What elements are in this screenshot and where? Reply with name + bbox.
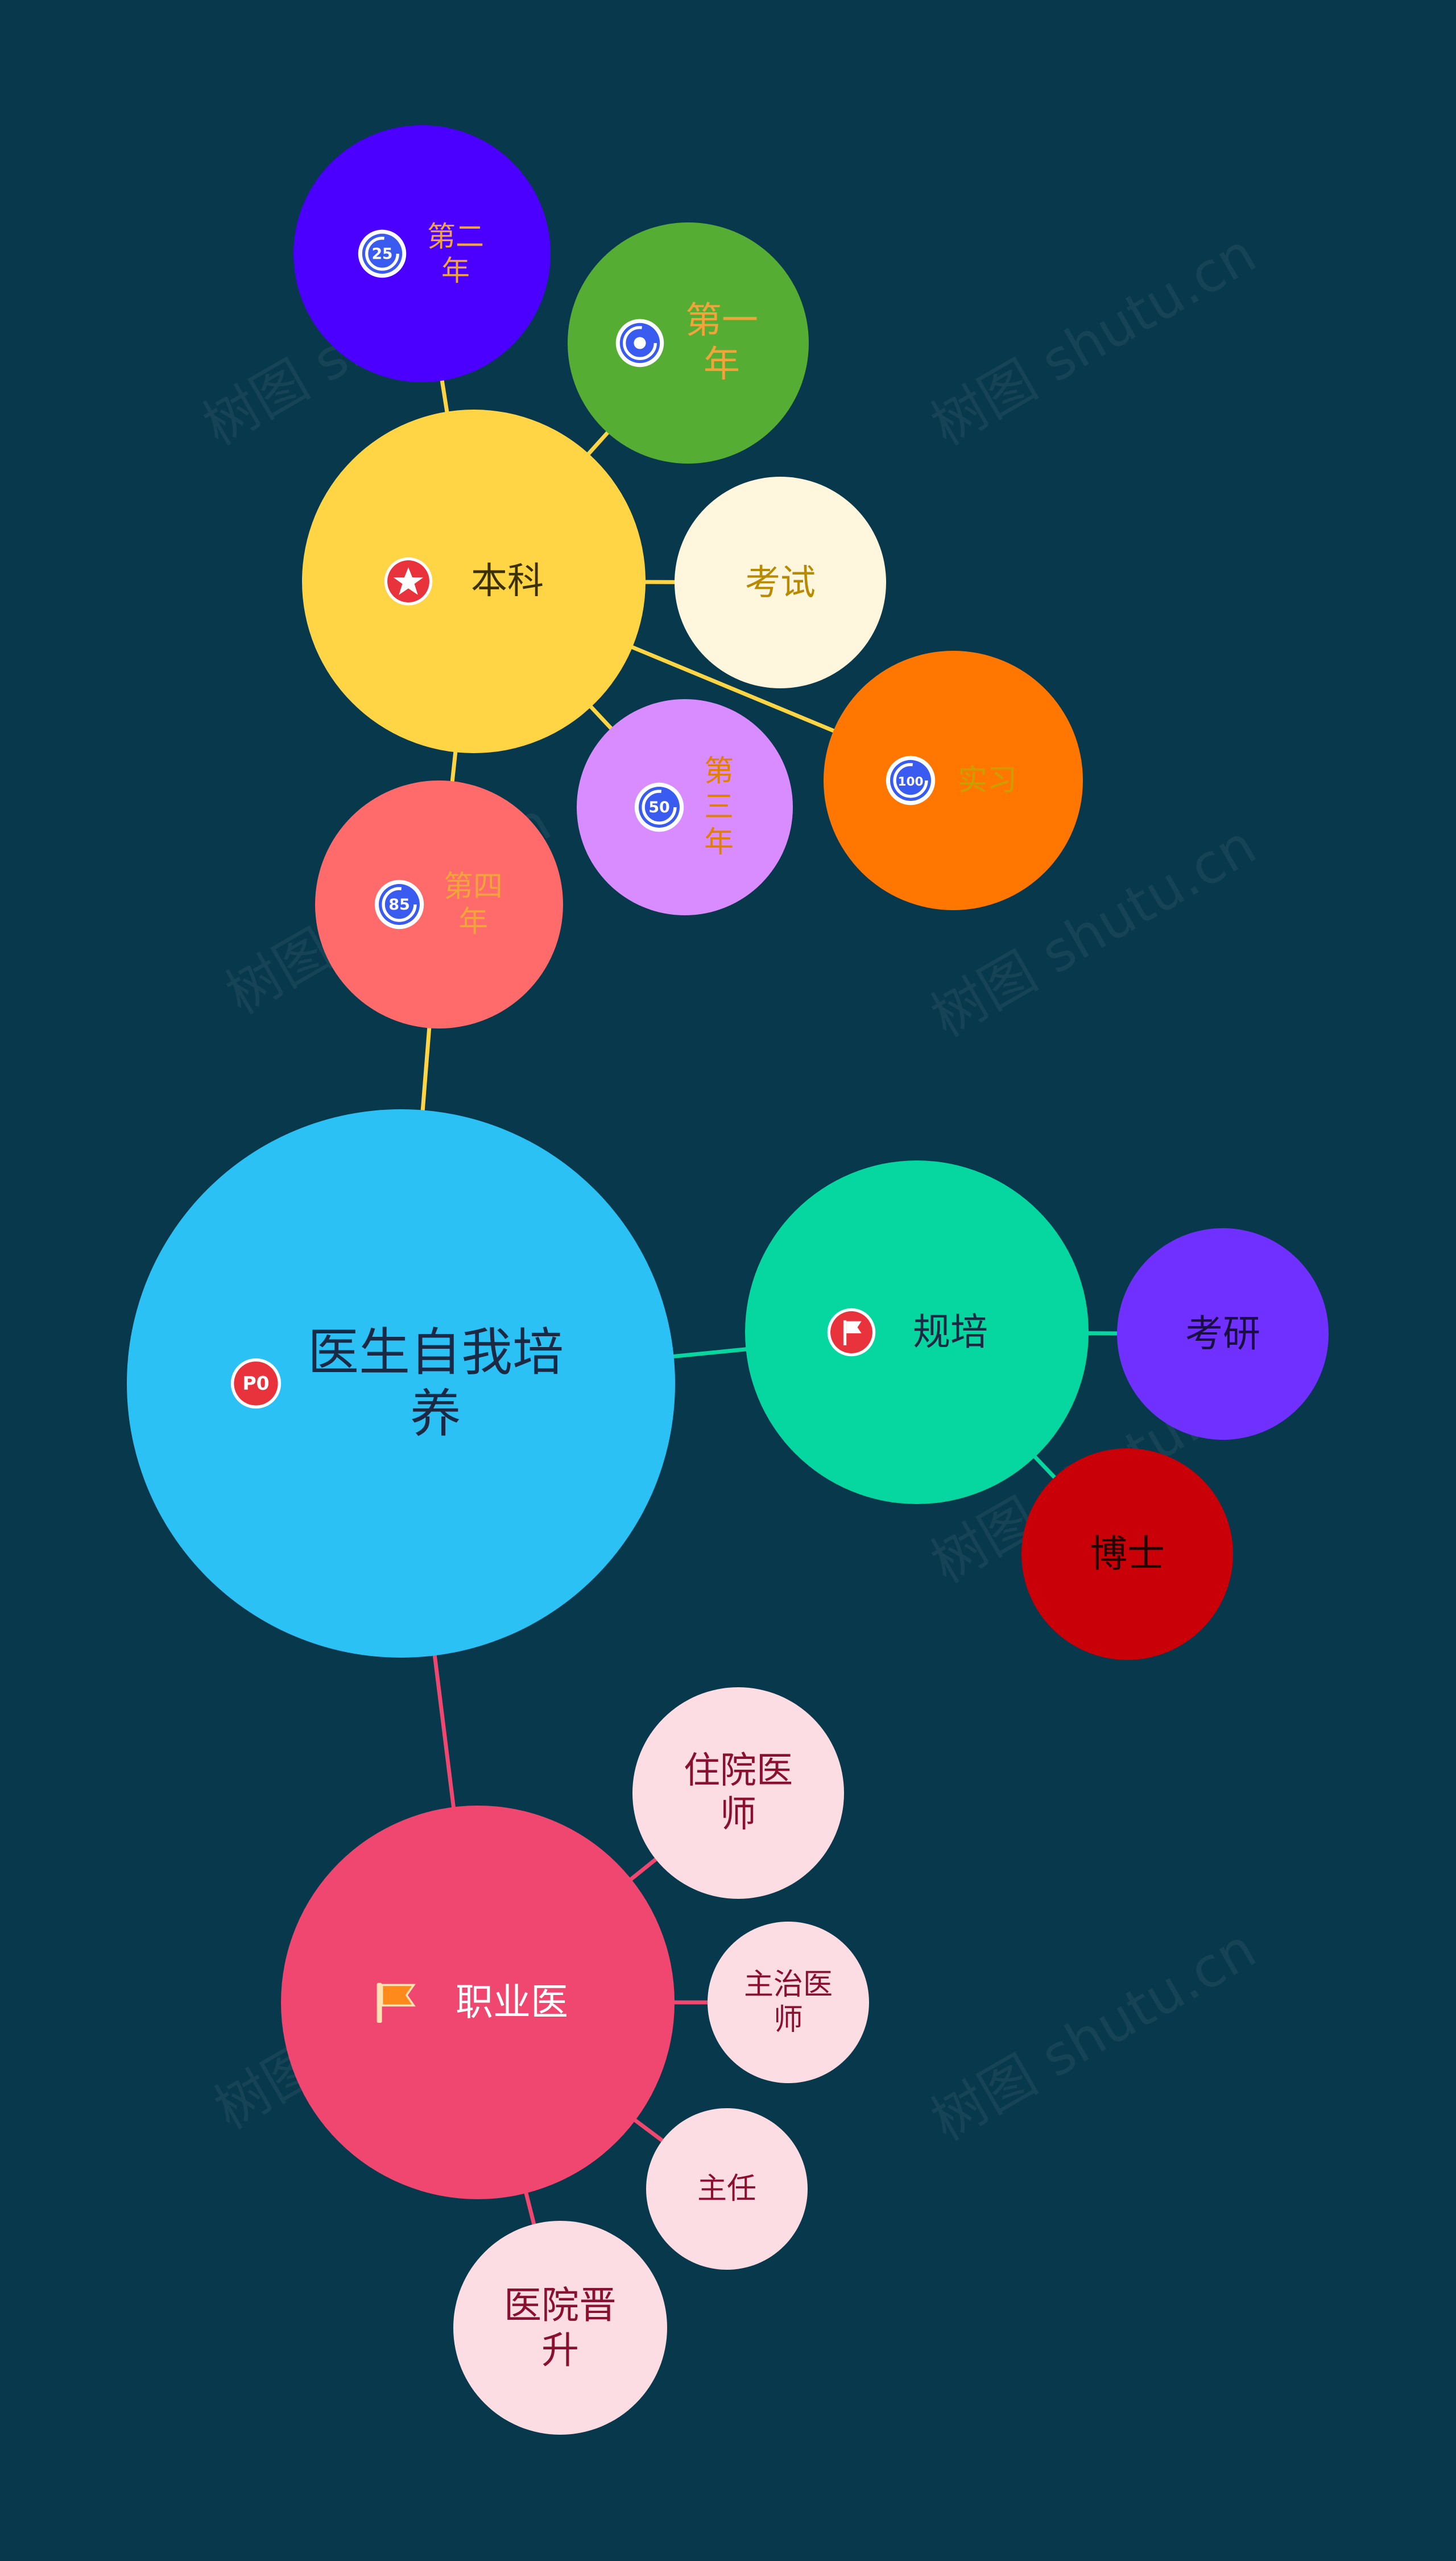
node-year2[interactable]: 25 第二年 bbox=[293, 125, 551, 382]
node-jinsheng[interactable]: 医院晋升 bbox=[453, 2221, 667, 2435]
node-zhuren[interactable]: 主任 bbox=[646, 2108, 808, 2270]
node-label: 住院医师 bbox=[684, 1750, 793, 1836]
node-label: 医生自我培养 bbox=[308, 1323, 564, 1444]
svg-text:85: 85 bbox=[388, 896, 410, 914]
node-exam[interactable]: 考试 bbox=[675, 477, 886, 688]
node-label: 主任 bbox=[697, 2171, 756, 2206]
node-content: 第一年 bbox=[615, 299, 762, 387]
node-content: 主治医师 bbox=[737, 1967, 839, 2038]
node-label: 主治医师 bbox=[743, 1967, 833, 2037]
node-content: 考研 bbox=[1152, 1311, 1294, 1356]
node-label: 医院晋升 bbox=[504, 2283, 617, 2372]
node-kaoyan[interactable]: 考研 bbox=[1117, 1228, 1329, 1440]
node-label: 博士 bbox=[1090, 1532, 1165, 1576]
progress-50-icon: 50 bbox=[634, 782, 685, 833]
progress-85-icon: 85 bbox=[374, 879, 425, 930]
node-boshi[interactable]: 博士 bbox=[1021, 1448, 1233, 1660]
svg-text:50: 50 bbox=[648, 799, 670, 816]
node-root[interactable]: P0 医生自我培养 bbox=[127, 1109, 675, 1658]
node-content: 100 实习 bbox=[885, 755, 1021, 806]
node-label: 第三年 bbox=[704, 754, 734, 860]
node-intern[interactable]: 100 实习 bbox=[824, 651, 1083, 910]
node-content: P0 医生自我培养 bbox=[230, 1322, 572, 1445]
node-label: 第二年 bbox=[427, 220, 484, 287]
node-label: 考试 bbox=[744, 561, 816, 603]
node-label: 实习 bbox=[957, 763, 1017, 798]
star-badge-icon bbox=[383, 556, 433, 606]
node-zhuzhi[interactable]: 主治医师 bbox=[708, 1922, 869, 2083]
node-content: 本科 bbox=[383, 556, 564, 606]
node-content: 主任 bbox=[676, 2171, 778, 2207]
node-content: 25 第二年 bbox=[357, 220, 487, 288]
progress-start-icon bbox=[615, 318, 665, 368]
node-year1[interactable]: 第一年 bbox=[568, 222, 809, 464]
node-year3[interactable]: 50 第三年 bbox=[577, 699, 793, 915]
node-zhiye[interactable]: 职业医 bbox=[281, 1806, 675, 2199]
progress-25-icon: 25 bbox=[357, 229, 407, 279]
flag-badge-icon bbox=[826, 1307, 876, 1357]
node-content: 住院医师 bbox=[673, 1749, 804, 1837]
svg-text:25: 25 bbox=[372, 245, 393, 263]
node-content: 50 第三年 bbox=[634, 754, 736, 860]
node-label: 考研 bbox=[1185, 1312, 1260, 1356]
node-benke[interactable]: 本科 bbox=[302, 410, 646, 753]
node-content: 职业医 bbox=[370, 1977, 586, 2028]
progress-100-icon: 100 bbox=[885, 755, 936, 806]
svg-text:100: 100 bbox=[897, 775, 923, 789]
node-guipei[interactable]: 规培 bbox=[745, 1160, 1089, 1504]
svg-text:P0: P0 bbox=[242, 1372, 269, 1394]
node-label: 第一年 bbox=[685, 300, 758, 386]
node-label: 本科 bbox=[471, 560, 544, 602]
node-content: 博士 bbox=[1056, 1531, 1198, 1576]
orange-flag-icon bbox=[370, 1977, 421, 2028]
node-zhuyuan[interactable]: 住院医师 bbox=[632, 1687, 844, 1899]
priority-0-badge-icon: P0 bbox=[230, 1357, 282, 1410]
node-content: 医院晋升 bbox=[495, 2283, 626, 2373]
node-content: 规培 bbox=[826, 1307, 1007, 1357]
node-label: 规培 bbox=[913, 1310, 988, 1354]
node-content: 85 第四年 bbox=[374, 869, 504, 940]
node-year4[interactable]: 85 第四年 bbox=[315, 780, 563, 1028]
node-label: 职业医 bbox=[456, 1980, 568, 2025]
node-content: 考试 bbox=[712, 561, 849, 604]
node-label: 第四年 bbox=[443, 869, 503, 939]
